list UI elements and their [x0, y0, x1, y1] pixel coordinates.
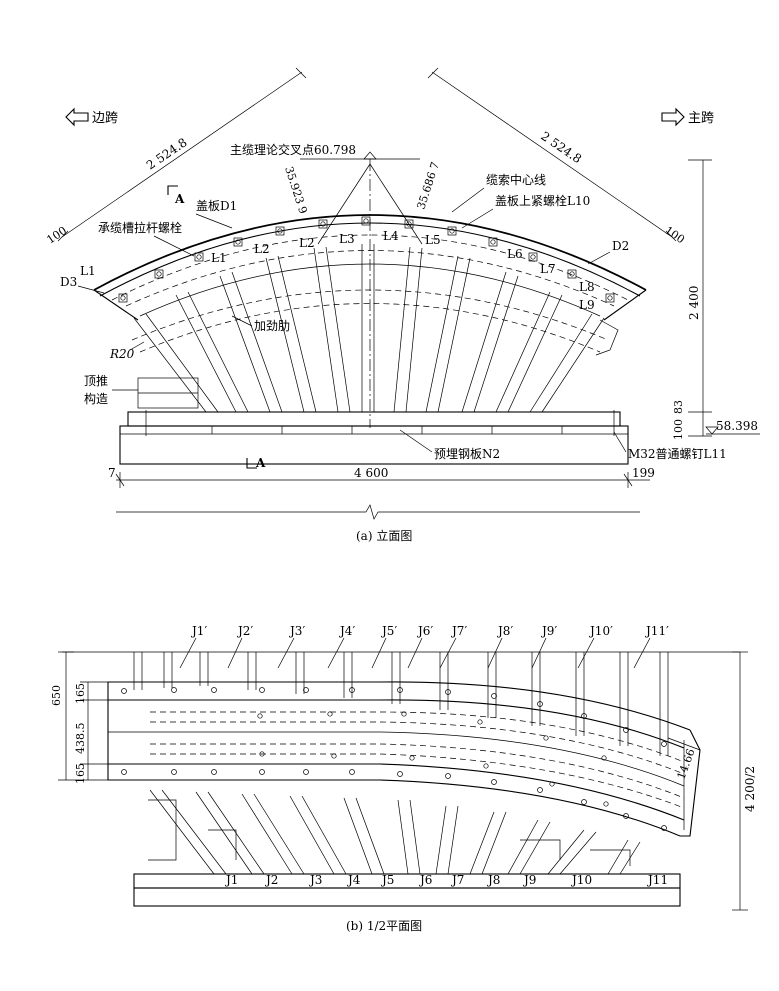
- dim-438: 438.5: [74, 723, 87, 755]
- bolt-label-l1-left: L1: [80, 264, 96, 278]
- bolt-row: [118, 216, 615, 303]
- groove-bolt-label: 承缆槽拉杆螺栓: [98, 220, 182, 235]
- dim-1466: 14.66: [675, 747, 698, 781]
- bolt-label-l5: L5: [425, 233, 441, 247]
- main-span-arrow-icon: [661, 107, 685, 127]
- stiffener-label: 加劲肋: [254, 318, 290, 333]
- section-a-bottom: A: [255, 456, 266, 470]
- bolt-label-l1: L1: [211, 251, 227, 265]
- plan-label-j11p: J11′: [644, 624, 669, 638]
- m32-bolt-label: M32普通螺钉L11: [628, 447, 727, 461]
- bolt-label-l4: L4: [383, 229, 399, 243]
- dim-199: 199: [632, 466, 655, 480]
- plan-label-j4p: J4′: [338, 624, 355, 638]
- bolt-label-l7: L7: [540, 262, 556, 276]
- plan-label-j2: J2: [264, 873, 278, 887]
- dim-100-right: 100: [662, 224, 687, 247]
- plan-bottom-labels: J1 J2 J3 J4 J5 J6 J7 J8 J9 J10 J11: [224, 873, 668, 887]
- plan-label-j5p: J5′: [380, 624, 397, 638]
- plan-label-j6p: J6′: [416, 624, 433, 638]
- plan-top-labels: J1′ J2′ J3′ J4′ J5′ J6′ J7′ J8′ J9′ J10′…: [190, 624, 669, 638]
- plan-label-j10: J10: [570, 873, 592, 887]
- elevation-view: 边跨 主跨 2 524.8 2 524.8 100 100 主缆理论交叉点60.…: [44, 67, 760, 543]
- dim-4200: 4 200/2: [743, 766, 757, 812]
- cover-plate-bolt-label: 盖板上紧螺栓L10: [495, 193, 590, 208]
- plan-label-j4: J4: [346, 873, 361, 887]
- plan-label-j1p: J1′: [190, 624, 207, 638]
- angle-left: 35.923 9: [282, 165, 310, 216]
- plan-label-j7: J7: [450, 873, 464, 887]
- plan-label-j6: J6: [418, 873, 432, 887]
- intersection-marker-icon: [363, 151, 377, 160]
- side-span-label: 边跨: [92, 111, 118, 126]
- side-span-arrow-icon: [65, 107, 89, 127]
- embedded-plate-label: 预埋钢板N2: [434, 447, 500, 461]
- plan-label-j9p: J9′: [540, 624, 557, 638]
- bolt-label-l2-b: L2: [299, 236, 315, 250]
- dim-4600: 4 600: [354, 466, 388, 480]
- dim-100-vert: 100: [672, 419, 685, 440]
- intersection-label: 主缆理论交叉点60.798: [230, 142, 356, 157]
- plan-label-j8p: J8′: [496, 624, 513, 638]
- dim-2400: 2 400: [687, 286, 701, 320]
- plan-label-j5: J5: [380, 873, 394, 887]
- plan-label-j2p: J2′: [236, 624, 253, 638]
- plan-label-j7p: J7′: [450, 624, 467, 638]
- cover-d1-label: 盖板D1: [196, 199, 237, 213]
- plan-label-j1: J1: [224, 873, 238, 887]
- dim-165-bottom: 165: [74, 763, 87, 784]
- elevation-marker-icon: [705, 426, 719, 435]
- r20-label: R20: [109, 347, 135, 361]
- cable-center-label: 缆索中心线: [486, 172, 546, 187]
- plan-label-j8: J8: [486, 873, 500, 887]
- plan-label-j3: J3: [308, 873, 322, 887]
- elevation-caption: (a) 立面图: [356, 528, 412, 543]
- bolt-label-l8: L8: [579, 280, 595, 294]
- dim-650: 650: [50, 685, 63, 706]
- main-span-label: 主跨: [688, 111, 714, 126]
- angle-right: 35.686 7: [414, 160, 442, 211]
- dim-165-top: 165: [74, 683, 87, 704]
- plan-label-j9: J9: [522, 873, 536, 887]
- d3-label: D3: [60, 275, 77, 289]
- plan-label-j10p: J10′: [588, 624, 613, 638]
- plan-caption: (b) 1/2平面图: [346, 919, 422, 933]
- section-a-top: A: [174, 192, 185, 206]
- plan-label-j3p: J3′: [288, 624, 305, 638]
- dim-100-left: 100: [44, 224, 69, 247]
- plan-label-j11: J11: [646, 873, 668, 887]
- bolt-label-l9: L9: [579, 298, 595, 312]
- bolt-label-l6: L6: [507, 247, 523, 261]
- d2-label: D2: [612, 239, 629, 253]
- bolt-label-l3: L3: [339, 232, 355, 246]
- plan-bolts-top: [121, 687, 667, 747]
- dim-7: 7: [108, 466, 116, 480]
- plan-bolts-bottom: [121, 769, 667, 831]
- elev-58398: 58.398: [716, 419, 758, 433]
- jacking-label-line1: 顶推: [84, 374, 108, 388]
- bolt-label-l2-a: L2: [254, 242, 270, 256]
- dim-83: 83: [672, 400, 685, 414]
- jacking-label-line2: 构造: [84, 391, 108, 406]
- plan-view: J1′ J2′ J3′ J4′ J5′ J6′ J7′ J8′ J9′ J10′…: [50, 624, 757, 933]
